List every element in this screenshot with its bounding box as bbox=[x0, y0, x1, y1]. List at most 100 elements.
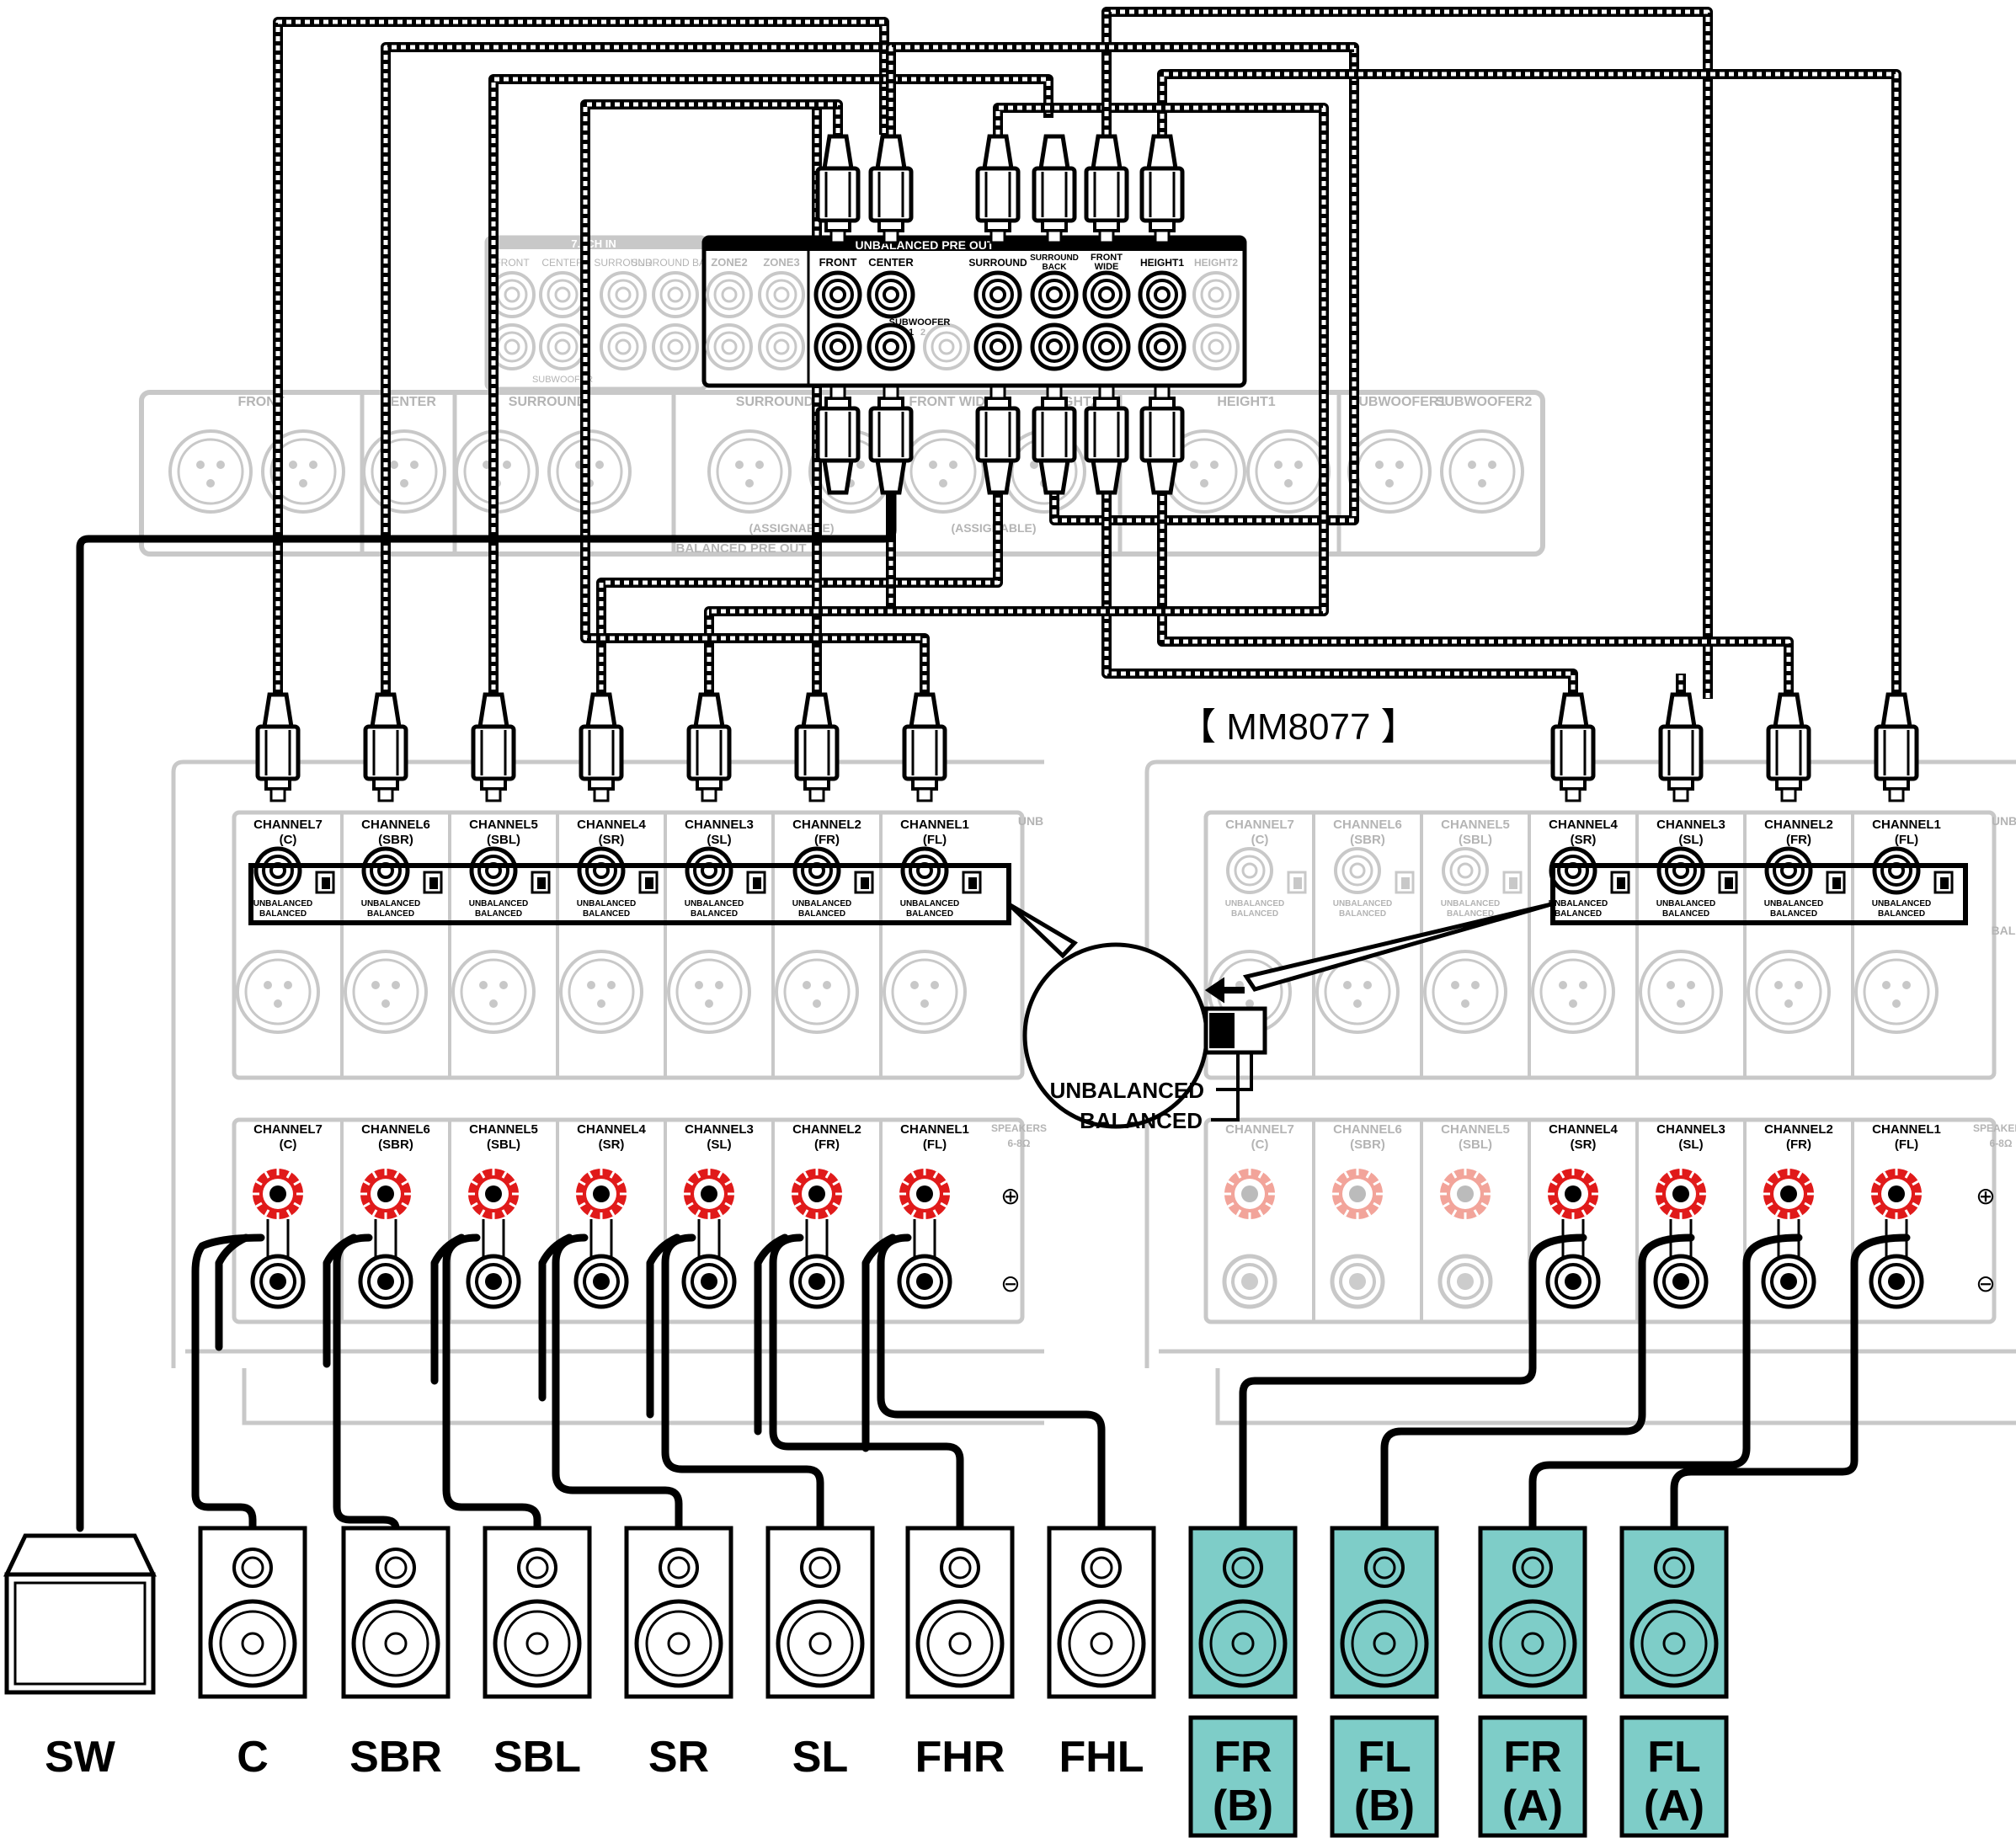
xlr-jack-icon bbox=[1246, 429, 1331, 514]
speaker-fla: FL(A) bbox=[1619, 1526, 1729, 1838]
speaker-label: C bbox=[237, 1733, 269, 1782]
terminal-knurl bbox=[264, 1171, 270, 1179]
switch-leader-line bbox=[1211, 1052, 1240, 1121]
xlr-input-icon bbox=[451, 950, 536, 1034]
channel-input-jack-icon bbox=[256, 849, 300, 892]
minus-sign: ⊖ bbox=[1976, 1271, 1995, 1297]
speaker-wire bbox=[1528, 1233, 1803, 1532]
terminal-knurl bbox=[1235, 1209, 1242, 1217]
zone-jack-icon bbox=[758, 323, 805, 370]
rca-jack-icon bbox=[539, 323, 586, 370]
terminal-knurl bbox=[579, 1180, 586, 1186]
channel-sub-label: (SR) bbox=[599, 833, 625, 847]
terminal-knurl bbox=[609, 1171, 616, 1179]
terminal-knurl bbox=[1688, 1171, 1695, 1179]
speaker-channel-label: CHANNEL6 bbox=[1333, 1122, 1402, 1137]
speaker-sub-label: (A) bbox=[1644, 1782, 1704, 1830]
channel-label: CHANNEL5 bbox=[1441, 818, 1510, 832]
terminal-hole bbox=[916, 1273, 933, 1290]
xlr-input-icon bbox=[1747, 950, 1831, 1034]
terminal-knurl bbox=[1480, 1201, 1488, 1208]
terminal-hole bbox=[701, 1185, 717, 1202]
channel-input-jack-icon bbox=[687, 849, 731, 892]
terminal-knurl bbox=[471, 1180, 478, 1186]
speaker-sbl: SBL bbox=[483, 1526, 592, 1782]
tweeter-dome bbox=[1662, 1556, 1686, 1580]
terminal-hole bbox=[1565, 1185, 1581, 1202]
terminal-hole bbox=[1457, 1185, 1474, 1202]
terminal-knurl bbox=[1227, 1201, 1235, 1208]
xlr-input-icon bbox=[344, 950, 428, 1034]
terminal-knurl bbox=[587, 1209, 594, 1217]
xlr-jack-icon bbox=[362, 429, 446, 514]
terminal-knurl bbox=[616, 1201, 624, 1208]
terminal-hole bbox=[1780, 1185, 1797, 1202]
channel-sub-label: (SBR) bbox=[378, 833, 413, 847]
subwoofer-wire bbox=[76, 434, 897, 1532]
balanced-jack-label: SURROUND bbox=[509, 395, 586, 409]
speaker-channel-sub: (SBL) bbox=[1459, 1137, 1492, 1152]
channel-label: CHANNEL1 bbox=[1872, 818, 1941, 832]
tweeter-dome bbox=[948, 1556, 972, 1580]
terminal-knurl bbox=[932, 1209, 939, 1217]
channel-sub-label: (FL) bbox=[1895, 833, 1918, 847]
switch-knob-icon bbox=[322, 877, 330, 889]
speaker-channel-label: CHANNEL7 bbox=[1225, 1122, 1294, 1137]
speaker-flb: FL(B) bbox=[1330, 1526, 1439, 1838]
terminal-knurl bbox=[1343, 1209, 1350, 1217]
channel-label: CHANNEL6 bbox=[361, 818, 430, 832]
speaker-channel-label: CHANNEL1 bbox=[1872, 1122, 1941, 1137]
terminal-hole bbox=[1888, 1185, 1905, 1202]
balanced-jack-label: SUBWOOFER1 bbox=[1350, 395, 1447, 409]
cut-label: UNB bbox=[1992, 814, 2016, 828]
switch-knob-icon bbox=[1293, 877, 1302, 889]
channel-label: CHANNEL5 bbox=[469, 818, 538, 832]
speaker-channel-sub: (C) bbox=[1251, 1137, 1269, 1152]
terminal-knurl bbox=[1473, 1171, 1480, 1179]
xlr-input-icon bbox=[236, 950, 320, 1034]
cut-label: UNB bbox=[1018, 814, 1043, 828]
in71-jack-label: CENTER bbox=[541, 257, 584, 269]
woofer-cap bbox=[1090, 1632, 1113, 1655]
terminal-knurl bbox=[902, 1201, 909, 1208]
channel-input-jack-icon bbox=[1226, 847, 1273, 894]
terminal-knurl bbox=[393, 1171, 400, 1179]
speaker-channel-label: CHANNEL1 bbox=[900, 1122, 969, 1137]
terminal-knurl bbox=[803, 1209, 809, 1217]
terminal-knurl bbox=[695, 1171, 701, 1179]
tweeter-dome bbox=[525, 1556, 549, 1580]
center-jack-label: CENTER bbox=[868, 256, 914, 269]
xlr-input-icon bbox=[883, 950, 967, 1034]
speaker-label: FL bbox=[1357, 1733, 1411, 1782]
terminal-knurl bbox=[1335, 1201, 1342, 1208]
xlr-input-icon bbox=[1854, 950, 1939, 1034]
terminal-knurl bbox=[401, 1201, 408, 1208]
channel-label: CHANNEL3 bbox=[685, 818, 754, 832]
terminal-hole bbox=[916, 1185, 933, 1202]
xlr-jack-icon bbox=[1440, 429, 1524, 514]
terminal-hole bbox=[1241, 1185, 1258, 1202]
terminal-hole bbox=[377, 1273, 394, 1290]
xlr-jack-icon bbox=[707, 429, 792, 514]
channel-label: CHANNEL2 bbox=[1764, 818, 1833, 832]
speaker-label: SL bbox=[792, 1733, 848, 1782]
preout-jack-icon bbox=[869, 325, 913, 369]
terminal-knurl bbox=[501, 1209, 508, 1217]
channel-label: CHANNEL6 bbox=[1333, 818, 1402, 832]
terminal-knurl bbox=[509, 1180, 516, 1186]
switch-unbalanced-label: UNBALANCED bbox=[1441, 899, 1501, 908]
speaker-label: SBL bbox=[493, 1733, 581, 1782]
preout-jack-icon bbox=[976, 273, 1020, 317]
terminal-knurl bbox=[1335, 1180, 1342, 1186]
preout-jack-icon bbox=[1085, 325, 1128, 369]
speaker-sl: SL bbox=[765, 1526, 875, 1782]
terminal-knurl bbox=[1882, 1209, 1889, 1217]
terminal-knurl bbox=[940, 1201, 947, 1208]
rca-plug-icon bbox=[797, 695, 837, 801]
terminal-knurl bbox=[285, 1171, 292, 1179]
channel-label: CHANNEL1 bbox=[900, 818, 969, 832]
terminal-knurl bbox=[285, 1209, 292, 1217]
terminal-knurl bbox=[1696, 1201, 1704, 1208]
speaker-label: FHR bbox=[915, 1733, 1005, 1782]
